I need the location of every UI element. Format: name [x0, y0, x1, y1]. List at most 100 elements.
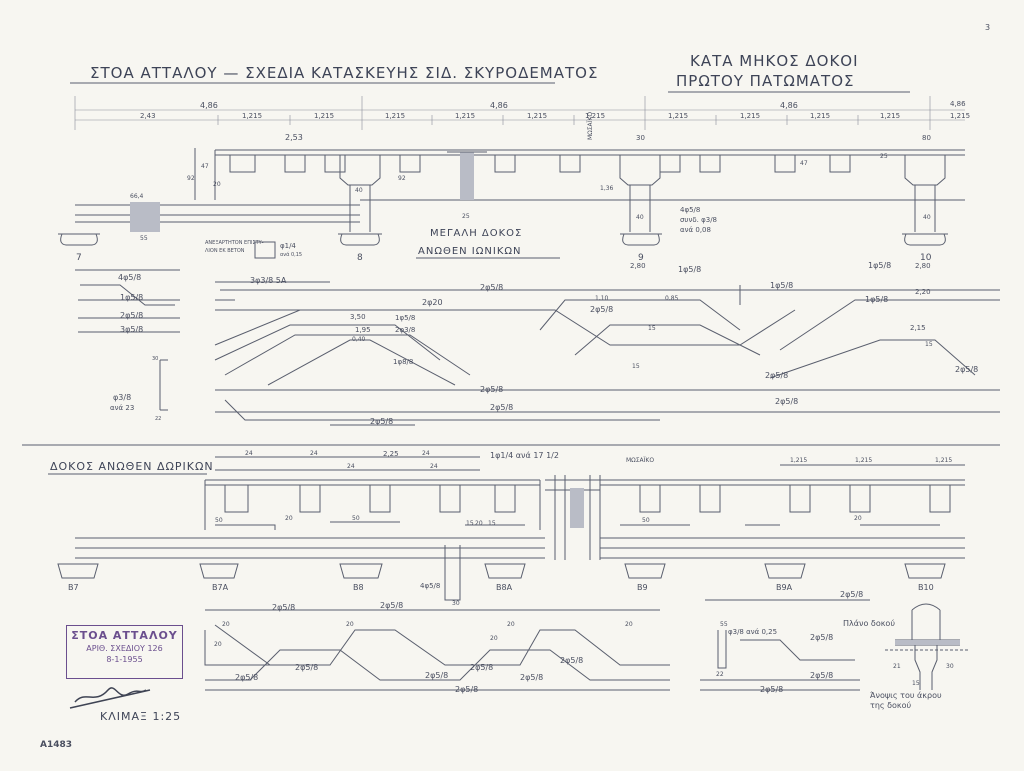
dimension-label: 92	[398, 175, 406, 182]
archive-code: A1483	[40, 740, 72, 750]
beam-label: ΑΝΩΘΕΝ ΙΩΝΙΚΩΝ	[418, 246, 522, 257]
center-bar-label: 4φ5/8	[420, 582, 440, 590]
rebar-label: 1φ8/8	[393, 358, 413, 366]
rebar-label: 2φ5/8	[480, 283, 503, 292]
anchor-note: ΛΙΟΝ ΕΚ ΒΕΤΟΝ	[205, 248, 245, 254]
stirrup-dim: 55	[720, 621, 728, 628]
section-dimension: 55	[140, 235, 148, 242]
doric-column-label: B9	[637, 583, 648, 592]
subspan-label: 1,215	[385, 112, 405, 120]
dimension-label: 80	[922, 134, 931, 142]
rebar-label: 2φ5/8	[380, 601, 403, 610]
rebar-label: 2φ5/8	[520, 673, 543, 682]
center-bar-shape	[444, 545, 461, 601]
anchor-bar: φ1/4	[280, 242, 296, 250]
rebar-label: 3φ5/8	[120, 325, 143, 334]
rebar-label: 2φ5/8	[235, 673, 258, 682]
anchor-bar: ανά 0,15	[280, 251, 302, 258]
dimension-label: 47	[800, 160, 808, 167]
lower-dimension: 24	[245, 450, 253, 457]
rebar-label: 2φ5/8	[425, 671, 448, 680]
span-label: 4,86	[950, 100, 966, 108]
rebar-label: 2φ5/8	[765, 371, 788, 380]
doric-column-label: B8A	[496, 583, 513, 592]
column-number: 7	[76, 253, 82, 263]
lower-dimension: 1,215	[935, 457, 952, 464]
plan-label: Πλάνο δοκού	[843, 618, 895, 628]
end-view-slab	[895, 640, 960, 645]
stamp-drawing-number: ΑΡΙΘ. ΣΧΕΔΙΟΥ 126	[86, 644, 163, 653]
subspan-label: 1,215	[668, 112, 688, 120]
rebar-label: 2,20	[915, 288, 931, 296]
lower-dimension: 20	[285, 515, 293, 522]
rebar-label: 2φ5/8	[470, 663, 493, 672]
anchor-sketch	[254, 241, 276, 259]
upper-beam-elevation	[75, 148, 965, 232]
rebar-label: 2φ5/8	[455, 685, 478, 694]
lower-dimension: 24	[347, 463, 355, 470]
lower-dimension: 50	[642, 517, 650, 524]
lower-dimension: 24	[422, 450, 430, 457]
stirrup-dim: 30	[152, 356, 158, 362]
stirrup-note: ανά 0,08	[680, 226, 711, 234]
rebar-label: 2φ3/8	[395, 326, 415, 334]
lower-dimension: 24	[430, 463, 438, 470]
drawing-title: ΣΤΟΑ ΑΤΤΑΛΟΥ — ΣΧΕΔΙΑ ΚΑΤΑΣΚΕΥΗΣ ΣΙΔ. ΣΚ…	[90, 64, 598, 82]
rebar-label: 3φ3/8 5A	[250, 276, 287, 285]
rebar-dim: 20	[490, 635, 498, 642]
archive-stamp: ΣΤΟΑ ΑΤΤΑΛΟΥ ΑΡΙΘ. ΣΧΕΔΙΟΥ 126 8-1-1955	[66, 625, 183, 679]
stirrup-note: 4φ5/8	[680, 206, 700, 214]
subspan-label: 1,215	[527, 112, 547, 120]
beam-end-view	[885, 603, 968, 690]
top-rebar-schedule	[75, 269, 1000, 426]
doric-column-label: B10	[918, 583, 934, 592]
rebar-label: 2φ5/8	[760, 685, 783, 694]
rebar-dim: 20	[625, 621, 633, 628]
anchor-note: ΑΝΕΞΑΡΤΗΤΟΝ ΕΠΙΣΤΥ-	[205, 240, 264, 246]
bottom-rebar-schedule	[204, 599, 870, 691]
rebar-label: 2φ5/8	[840, 590, 863, 599]
dimension-label: 40	[636, 214, 644, 221]
rebar-label: 1φ5/8	[770, 281, 793, 290]
dimension-label: 30	[636, 134, 645, 142]
rebar-label: 1φ5/8	[120, 293, 143, 302]
column-number: 9	[638, 253, 644, 263]
rebar-label: 3,50	[350, 313, 366, 321]
mosaic-label: ΜΩΣΑΪΚΟ	[587, 112, 594, 140]
rebar-label: 1φ5/8	[865, 295, 888, 304]
stirrup-label: φ3/8 ανά 0,25	[728, 628, 777, 636]
rebar-label: 2φ5/8	[120, 311, 143, 320]
lower-dimension: 50	[352, 515, 360, 522]
rebar-label: 2φ5/8	[810, 633, 833, 642]
lower-dimension: 24	[310, 450, 318, 457]
rebar-label: 2φ5/8	[295, 663, 318, 672]
rebar-label: 2φ5/8	[480, 385, 503, 394]
doric-column-label: B7A	[212, 583, 229, 592]
signature	[69, 687, 151, 709]
stirrup-label: ανά 23	[110, 404, 134, 412]
rebar-label: 1φ5/8	[868, 261, 891, 270]
heading-line-1: ΚΑΤΑ ΜΗΚΟΣ ΔΟΚΟΙ	[690, 52, 859, 70]
rebar-label: 2φ5/8	[370, 417, 393, 426]
subspan-label: 1,215	[455, 112, 475, 120]
rebar-label: 2φ5/8	[272, 603, 295, 612]
center-bar-dim: 30	[452, 600, 460, 607]
stirrup-spacing: 1φ1/4 ανά 17 1/2	[490, 451, 559, 460]
rebar-label: 2φ5/8	[955, 365, 978, 374]
column-number: 10	[920, 253, 932, 263]
heading-line-2: ΠΡΩΤΟΥ ΠΑΤΩΜΑΤΟΣ	[676, 72, 855, 90]
dimension-label: 1,36	[600, 185, 614, 192]
subspan-label: 1,215	[314, 112, 334, 120]
ionic-capitals	[58, 233, 948, 246]
end-view-label: της δοκού	[870, 700, 912, 710]
lower-dimension: 20	[854, 515, 862, 522]
end-view-label: Άνοψις του άκρου	[870, 691, 942, 700]
stirrup-dim: 22	[716, 671, 724, 678]
plan-dim: 30	[946, 663, 954, 670]
rebar-label: 2φ5/8	[560, 656, 583, 665]
rebar-label: 0,85	[665, 295, 679, 302]
lower-dimension: 1,215	[790, 457, 807, 464]
rebar-label: 15	[925, 341, 933, 348]
rebar-dim: 20	[214, 641, 222, 648]
